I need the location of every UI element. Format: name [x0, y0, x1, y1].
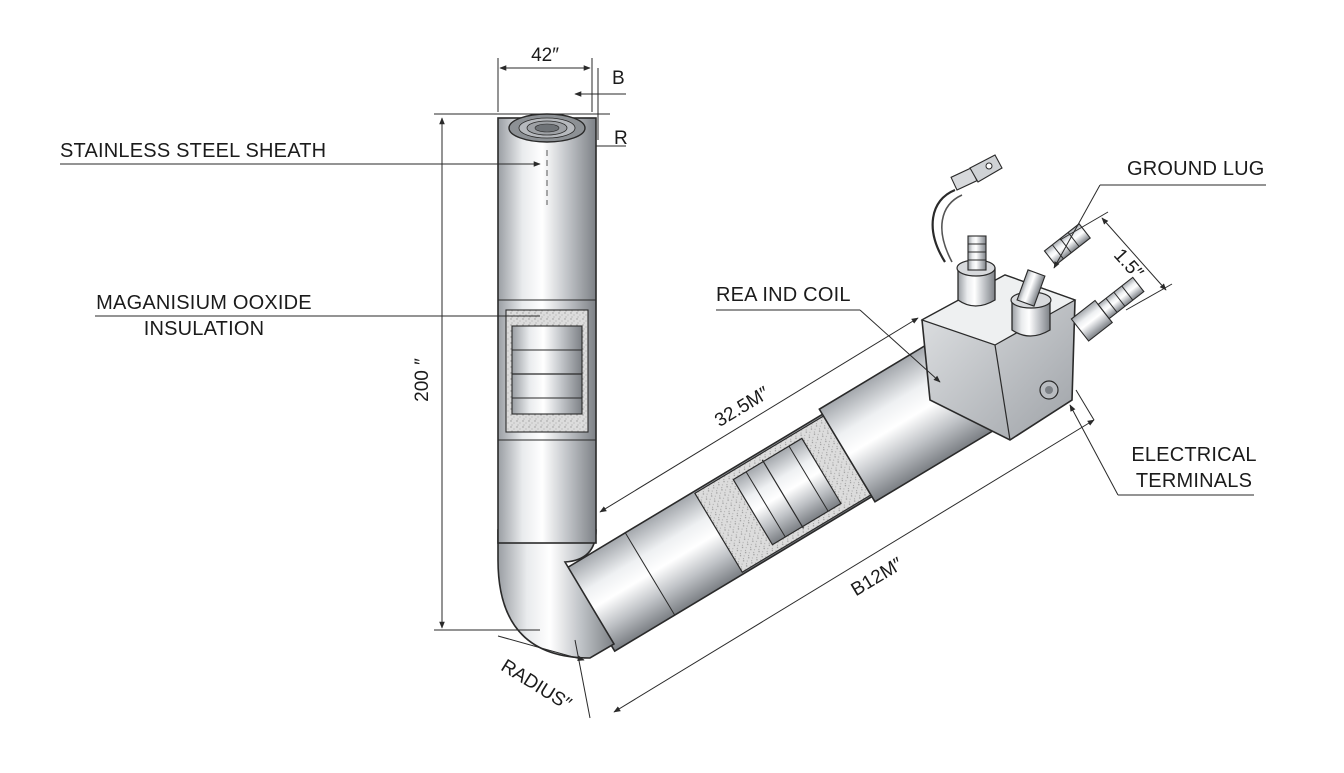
callout-terminals-line1: ELECTRICAL: [1131, 444, 1257, 466]
dim-radius: RADIUS″: [497, 656, 575, 716]
callout-ground-lug: GROUND LUG: [1127, 158, 1265, 180]
callout-terminals: ELECTRICAL TERMINALS: [1124, 442, 1264, 494]
dim-top-width: 42″: [531, 45, 559, 66]
dim-terminal-offset: 1.5″: [1109, 245, 1147, 284]
dimension-lines: [60, 58, 1266, 719]
callout-insulation: MAGANISIUM OOXIDE INSULATION: [86, 290, 322, 342]
callout-insulation-line1: MAGANISIUM OOXIDE: [96, 292, 312, 314]
callout-terminals-line2: TERMINALS: [1135, 470, 1253, 492]
callout-coil: REA IND COIL: [716, 284, 851, 306]
ground-lug: [931, 154, 1003, 263]
dim-upper-length: 32.5M″: [711, 383, 773, 432]
terminal-box: [920, 154, 1145, 441]
terminal-post-2: [1010, 269, 1052, 337]
terminal-stud-lower: [1070, 276, 1145, 342]
terminal-post-1: [956, 235, 996, 307]
callout-insulation-line2: INSULATION: [143, 318, 265, 340]
vertical-cutaway: [505, 309, 589, 433]
dim-lower-length: B12M″: [848, 554, 907, 601]
dim-b: B: [612, 68, 625, 89]
callout-sheath: STAINLESS STEEL SHEATH: [60, 140, 327, 162]
heater-tube: [497, 113, 1005, 659]
dim-r: R: [614, 128, 628, 149]
dim-height: 200 ″: [412, 358, 433, 402]
